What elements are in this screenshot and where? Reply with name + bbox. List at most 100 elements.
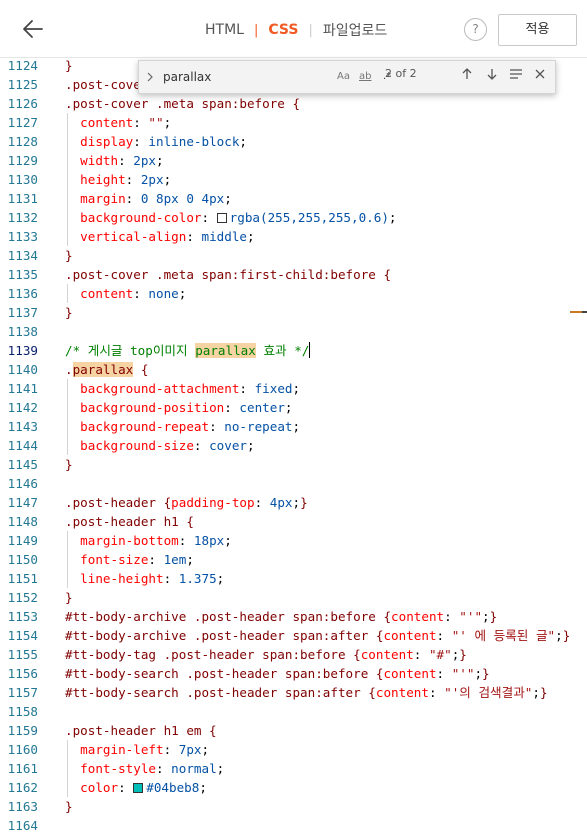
- line-number: 1140: [7, 362, 38, 377]
- code-text: .post-header h1 em {: [65, 723, 217, 738]
- code-line[interactable]: 1127 content: "";: [0, 113, 587, 132]
- code-line[interactable]: 1162 color: #04beb8;: [0, 778, 587, 797]
- code-line[interactable]: 1130 height: 2px;: [0, 170, 587, 189]
- code-line[interactable]: 1133 vertical-align: middle;: [0, 227, 587, 246]
- code-line[interactable]: 1154#tt-body-archive .post-header span:a…: [0, 626, 587, 645]
- line-number: 1162: [7, 780, 38, 795]
- code-text: }: [65, 305, 73, 320]
- code-line[interactable]: 1131 margin: 0 8px 0 4px;: [0, 189, 587, 208]
- editor-tabs: HTML | CSS | 파일업로드: [204, 20, 388, 40]
- code-text: display: inline-block;: [80, 134, 248, 149]
- line-number: 1161: [7, 761, 38, 776]
- line-number: 1139: [7, 343, 38, 358]
- code-line[interactable]: 1146: [0, 474, 587, 493]
- tab-css[interactable]: CSS: [268, 22, 299, 38]
- line-number: 1144: [7, 438, 38, 453]
- code-text: .post-cove: [65, 77, 141, 92]
- code-line[interactable]: 1160 margin-left: 7px;: [0, 740, 587, 759]
- previous-match-icon[interactable]: [459, 67, 475, 85]
- code-text: margin-bottom: 18px;: [80, 533, 232, 548]
- code-line[interactable]: 1136 content: none;: [0, 284, 587, 303]
- code-line[interactable]: 1153#tt-body-archive .post-header span:b…: [0, 607, 587, 626]
- code-text: #tt-body-tag .post-header span:before {c…: [65, 647, 467, 662]
- code-line[interactable]: 1143 background-repeat: no-repeat;: [0, 417, 587, 436]
- line-number: 1152: [7, 590, 38, 605]
- back-arrow-icon[interactable]: [20, 16, 46, 42]
- code-line[interactable]: 1148.post-header h1 {: [0, 512, 587, 531]
- code-line[interactable]: 1141 background-attachment: fixed;: [0, 379, 587, 398]
- code-line[interactable]: 1134}: [0, 246, 587, 265]
- code-line[interactable]: 1163}: [0, 797, 587, 816]
- code-line[interactable]: 1128 display: inline-block;: [0, 132, 587, 151]
- code-line[interactable]: 1151 line-height: 1.375;: [0, 569, 587, 588]
- indent-guide: [67, 759, 68, 778]
- code-text: font-size: 1em;: [80, 552, 194, 567]
- code-line[interactable]: 1139/* 게시글 top이미지 parallax 효과 */: [0, 341, 587, 360]
- code-line[interactable]: 1155#tt-body-tag .post-header span:befor…: [0, 645, 587, 664]
- indent-guide: [67, 170, 68, 189]
- match-case-icon[interactable]: Aa: [337, 71, 350, 82]
- regex-icon[interactable]: .*: [383, 71, 392, 82]
- next-match-icon[interactable]: [484, 67, 500, 85]
- code-line[interactable]: 1144 background-size: cover;: [0, 436, 587, 455]
- help-icon[interactable]: ?: [464, 18, 487, 41]
- code-line[interactable]: 1158: [0, 702, 587, 721]
- line-number: 1157: [7, 685, 38, 700]
- line-number: 1143: [7, 419, 38, 434]
- code-line[interactable]: 1137}: [0, 303, 587, 322]
- indent-guide: [67, 379, 68, 398]
- code-line[interactable]: 1132 background-color: rgba(255,255,255,…: [0, 208, 587, 227]
- code-line[interactable]: 1125.post-cove: [0, 75, 587, 94]
- tab-file-upload[interactable]: 파일업로드: [322, 23, 388, 39]
- code-line[interactable]: 1156#tt-body-search .post-header span:be…: [0, 664, 587, 683]
- line-number: 1135: [7, 267, 38, 282]
- indent-guide: [67, 151, 68, 170]
- indent-guide: [67, 417, 68, 436]
- line-number: 1149: [7, 533, 38, 548]
- code-text: }: [65, 590, 73, 605]
- line-number: 1138: [7, 324, 38, 339]
- code-text: #tt-body-search .post-header span:after …: [65, 685, 548, 700]
- line-number: 1141: [7, 381, 38, 396]
- code-line[interactable]: 1126.post-cover .meta span:before {: [0, 94, 587, 113]
- code-line[interactable]: 1164: [0, 816, 587, 835]
- code-line[interactable]: 1142 background-position: center;: [0, 398, 587, 417]
- apply-button[interactable]: 적용: [498, 14, 577, 46]
- code-text: .post-cover .meta span:first-child:befor…: [65, 267, 392, 282]
- code-line[interactable]: 1124}: [0, 58, 587, 75]
- indent-guide: [67, 550, 68, 569]
- code-line[interactable]: 1152}: [0, 588, 587, 607]
- overview-ruler-cursor-marker: [582, 311, 587, 313]
- tab-html[interactable]: HTML: [205, 22, 244, 38]
- code-line[interactable]: 1129 width: 2px;: [0, 151, 587, 170]
- indent-guide: [67, 531, 68, 550]
- code-text: vertical-align: middle;: [80, 229, 255, 244]
- code-line[interactable]: 1161 font-style: normal;: [0, 759, 587, 778]
- code-text: background-repeat: no-repeat;: [80, 419, 301, 434]
- find-widget: parallax Aa ab .* 2 of 2: [138, 60, 556, 94]
- code-text: .post-header {padding-top: 4px;}: [65, 495, 308, 510]
- code-line[interactable]: 1145}: [0, 455, 587, 474]
- line-number: 1127: [7, 115, 38, 130]
- toggle-replace-chevron-icon[interactable]: [145, 69, 157, 85]
- code-line[interactable]: 1138: [0, 322, 587, 341]
- editor-header: HTML | CSS | 파일업로드 ? 적용: [0, 0, 587, 58]
- whole-word-icon[interactable]: ab: [359, 71, 372, 82]
- line-number: 1153: [7, 609, 38, 624]
- find-in-selection-icon[interactable]: [508, 67, 524, 85]
- line-number: 1150: [7, 552, 38, 567]
- code-line[interactable]: 1147.post-header {padding-top: 4px;}: [0, 493, 587, 512]
- code-line[interactable]: 1149 margin-bottom: 18px;: [0, 531, 587, 550]
- line-number: 1133: [7, 229, 38, 244]
- code-line[interactable]: 1150 font-size: 1em;: [0, 550, 587, 569]
- code-line[interactable]: 1135 .post-cover .meta span:first-child:b…: [0, 265, 587, 284]
- code-text: }: [65, 799, 73, 814]
- code-line[interactable]: 1157 #tt-body-search .post-header span:af…: [0, 683, 587, 702]
- code-text: .parallax {: [65, 362, 149, 377]
- find-input[interactable]: parallax Aa ab .*: [157, 66, 515, 90]
- close-icon[interactable]: [532, 67, 548, 85]
- code-line[interactable]: 1140 .parallax {: [0, 360, 587, 379]
- code-line[interactable]: 1159.post-header h1 em {: [0, 721, 587, 740]
- code-text: height: 2px;: [80, 172, 172, 187]
